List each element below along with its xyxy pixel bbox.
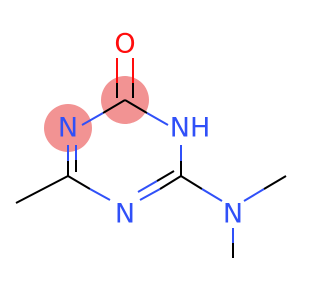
carbonyl-double-bond — [116, 58, 134, 98]
bond-n5-c6 — [139, 188, 161, 201]
highlight-ring-nitrogen — [44, 104, 92, 152]
atom-nitrogen-bottom: N — [115, 199, 135, 230]
triazine-ring — [67, 99, 182, 201]
bond-n1-c2 — [146, 112, 169, 126]
atom-nitrogen-left: N — [58, 113, 78, 144]
atom-nh: NH — [170, 113, 211, 144]
bond-c4-n5 — [67, 175, 91, 190]
bond-methyl — [15, 175, 69, 204]
atom-oxygen: O — [114, 29, 135, 60]
molecule-diagram: O N N NH N — [15, 29, 287, 258]
dimethylamino-group — [180, 175, 287, 258]
atom-nitrogen-dimethylamino: N — [223, 199, 243, 230]
bond-c2-n3 — [102, 99, 126, 114]
